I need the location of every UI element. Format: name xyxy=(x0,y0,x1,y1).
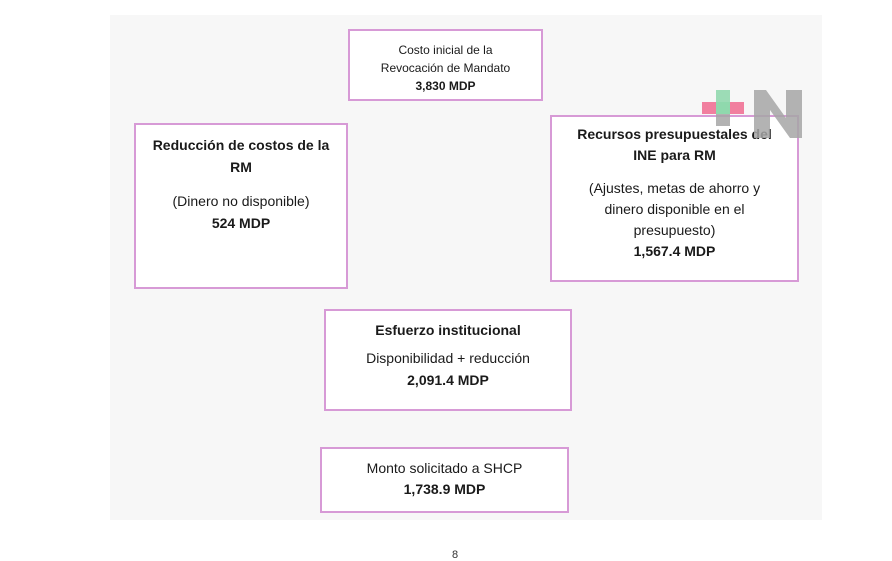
initial-cost-value: 3,830 MDP xyxy=(415,79,476,93)
watermark-logo-icon xyxy=(702,90,802,138)
cost-reduction-title2: RM xyxy=(230,159,252,175)
initial-cost-line1: Costo inicial de la xyxy=(398,43,493,57)
ine-budget-title1: Recursos presupuestales del xyxy=(577,126,772,142)
institutional-effort-note: Disponibilidad + reducción xyxy=(366,350,530,366)
ine-budget-box: Recursos presupuestales del INE para RM … xyxy=(550,115,799,282)
initial-cost-line2: Revocación de Mandato xyxy=(380,61,511,75)
ine-budget-note1: (Ajustes, metas de ahorro y xyxy=(588,180,761,196)
ine-budget-note2: dinero disponible en el xyxy=(604,201,745,217)
cost-reduction-box: Reducción de costos de la RM (Dinero no … xyxy=(134,123,348,289)
ine-budget-title2: INE para RM xyxy=(633,147,716,163)
requested-amount-label: Monto solicitado a SHCP xyxy=(366,460,523,476)
cost-reduction-value: 524 MDP xyxy=(211,215,271,231)
institutional-effort-box: Esfuerzo institucional Disponibilidad + … xyxy=(324,309,572,411)
cost-reduction-title1: Reducción de costos de la xyxy=(152,137,330,153)
initial-cost-box: Costo inicial de la Revocación de Mandat… xyxy=(348,29,543,101)
requested-amount-value: 1,738.9 MDP xyxy=(403,481,486,497)
ine-budget-value: 1,567.4 MDP xyxy=(633,243,716,259)
requested-amount-box: Monto solicitado a SHCP 1,738.9 MDP xyxy=(320,447,569,513)
ine-budget-note3: presupuesto) xyxy=(633,222,716,238)
cost-reduction-note: (Dinero no disponible) xyxy=(172,193,310,209)
institutional-effort-title: Esfuerzo institucional xyxy=(375,322,521,338)
page-number: 8 xyxy=(452,549,459,561)
institutional-effort-value: 2,091.4 MDP xyxy=(407,372,489,388)
